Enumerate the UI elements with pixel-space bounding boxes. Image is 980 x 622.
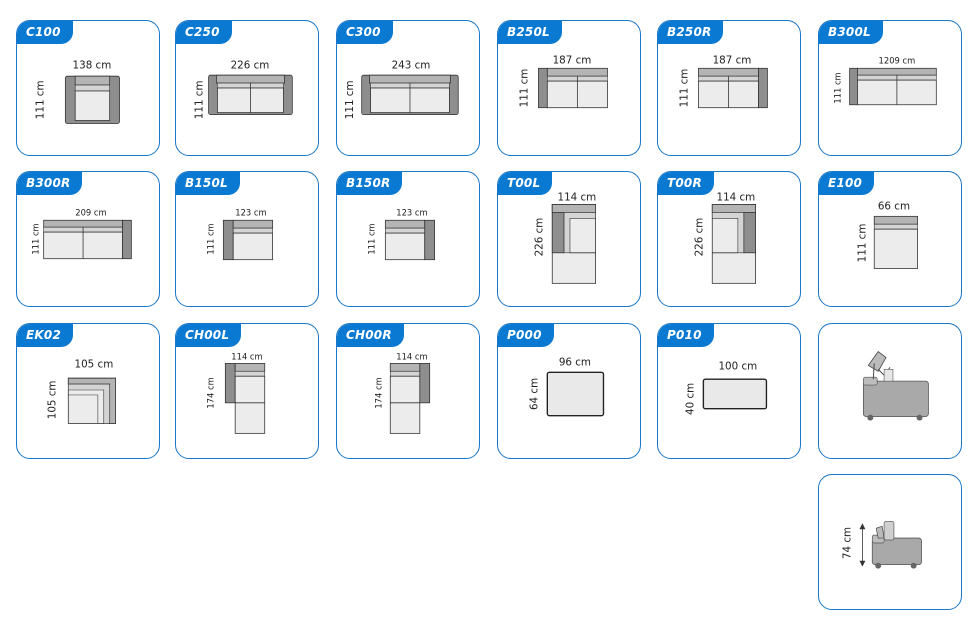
module-card-t00l[interactable]: T00L 114 cm 226 cm bbox=[497, 171, 641, 307]
module-card-b150l[interactable]: B150L 123 cm 111 cm bbox=[175, 171, 319, 307]
depth-label: 111 cm bbox=[679, 69, 691, 108]
width-label: 100 cm bbox=[718, 360, 757, 372]
width-label: 187 cm bbox=[553, 54, 592, 66]
depth-label: 105 cm bbox=[46, 380, 58, 419]
depth-label: 111 cm bbox=[856, 224, 868, 263]
module-card-b300r[interactable]: B300R 209 cm 111 cm bbox=[16, 171, 160, 307]
t00r-plan: 114 cm 226 cm bbox=[693, 192, 756, 284]
module-code: CH00R bbox=[337, 324, 404, 347]
side-view-drawing: 74 cm bbox=[842, 520, 922, 569]
module-code: E100 bbox=[819, 172, 875, 195]
module-card-t00r[interactable]: T00R 114 cm 226 cm bbox=[657, 171, 801, 307]
ch00r-plan: 114 cm 174 cm bbox=[373, 351, 431, 434]
depth-label: 226 cm bbox=[693, 218, 705, 257]
module-card-headrest[interactable] bbox=[818, 323, 962, 459]
width-label: 209 cm bbox=[75, 207, 106, 217]
module-code: B250L bbox=[498, 21, 562, 44]
width-label: 114 cm bbox=[717, 192, 756, 204]
width-label: 114 cm bbox=[231, 351, 262, 361]
width-label: 187 cm bbox=[713, 54, 752, 66]
module-card-b250l[interactable]: B250L 187 cm 111 cm bbox=[497, 20, 641, 156]
module-card-p000[interactable]: P000 96 cm 64 cm bbox=[497, 323, 641, 459]
width-label: 123 cm bbox=[235, 207, 266, 217]
width-label: 226 cm bbox=[231, 59, 270, 71]
width-label: 66 cm bbox=[878, 200, 910, 212]
width-label: 1209 cm bbox=[879, 55, 916, 65]
width-label: 243 cm bbox=[392, 59, 431, 71]
depth-label: 40 cm bbox=[685, 383, 697, 415]
module-card-c300[interactable]: C300 243 cm 111 cm bbox=[336, 20, 480, 156]
p000-plan: 96 cm 64 cm bbox=[528, 356, 605, 417]
module-code: C300 bbox=[337, 21, 393, 44]
width-label: 105 cm bbox=[75, 358, 114, 370]
module-card-b250r[interactable]: B250R 187 cm 111 cm bbox=[657, 20, 801, 156]
depth-label: 111 cm bbox=[344, 80, 356, 119]
depth-label: 174 cm bbox=[373, 377, 383, 408]
module-code: T00R bbox=[658, 172, 714, 195]
p010-plan: 100 cm 40 cm bbox=[685, 360, 768, 415]
depth-label: 111 cm bbox=[206, 223, 216, 254]
module-card-ch00l[interactable]: CH00L 114 cm 174 cm bbox=[175, 323, 319, 459]
e100-plan: 66 cm 111 cm bbox=[856, 200, 918, 269]
width-label: 96 cm bbox=[559, 356, 591, 368]
ch00l-plan: 114 cm 174 cm bbox=[206, 351, 266, 434]
module-code: CH00L bbox=[176, 324, 242, 347]
depth-label: 226 cm bbox=[533, 218, 545, 257]
ek02-plan: 105 cm 105 cm bbox=[46, 358, 116, 424]
module-card-side-view[interactable]: 74 cm bbox=[818, 474, 962, 610]
module-code: B300R bbox=[17, 172, 83, 195]
b300r-plan: 209 cm 111 cm bbox=[31, 207, 132, 260]
module-card-b300l[interactable]: B300L 1209 cm 111 cm bbox=[818, 20, 962, 156]
headrest-side-icon bbox=[863, 351, 929, 421]
module-code: B150R bbox=[337, 172, 403, 195]
depth-label: 111 cm bbox=[519, 69, 531, 108]
module-code: C250 bbox=[176, 21, 232, 44]
module-code: P010 bbox=[658, 324, 714, 347]
b250l-plan: 187 cm 111 cm bbox=[519, 54, 608, 109]
module-code: C100 bbox=[17, 21, 73, 44]
b150l-plan: 123 cm 111 cm bbox=[206, 207, 274, 261]
module-code: T00L bbox=[498, 172, 553, 195]
module-card-c100[interactable]: C100 138 cm 111 cm bbox=[16, 20, 160, 156]
c300-plan: 243 cm 111 cm bbox=[344, 59, 459, 119]
module-code: EK02 bbox=[17, 324, 73, 347]
module-card-ek02[interactable]: EK02 105 cm 105 cm bbox=[16, 323, 160, 459]
b300l-plan: 1209 cm 111 cm bbox=[833, 55, 937, 106]
b250r-plan: 187 cm 111 cm bbox=[679, 54, 768, 109]
module-card-ch00r[interactable]: CH00R 114 cm 174 cm bbox=[336, 323, 480, 459]
c100-plan: 138 cm 111 cm bbox=[35, 59, 120, 124]
depth-label: 111 cm bbox=[35, 80, 47, 119]
module-card-e100[interactable]: E100 66 cm 111 cm bbox=[818, 171, 962, 307]
depth-label: 64 cm bbox=[528, 378, 540, 410]
depth-label: 174 cm bbox=[206, 377, 216, 408]
depth-label: 111 cm bbox=[194, 80, 206, 119]
depth-label: 111 cm bbox=[367, 223, 377, 254]
module-code: B150L bbox=[176, 172, 240, 195]
depth-label: 111 cm bbox=[833, 72, 843, 103]
width-label: 123 cm bbox=[396, 207, 427, 217]
width-label: 114 cm bbox=[558, 192, 597, 204]
b150r-plan: 123 cm 111 cm bbox=[367, 207, 435, 261]
module-card-c250[interactable]: C250 226 cm 111 cm bbox=[175, 20, 319, 156]
module-code: B250R bbox=[658, 21, 724, 44]
module-code: P000 bbox=[498, 324, 554, 347]
t00l-plan: 114 cm 226 cm bbox=[533, 192, 597, 284]
depth-label: 111 cm bbox=[31, 223, 41, 254]
module-card-p010[interactable]: P010 100 cm 40 cm bbox=[657, 323, 801, 459]
width-label: 138 cm bbox=[73, 59, 112, 71]
module-card-b150r[interactable]: B150R 123 cm 111 cm bbox=[336, 171, 480, 307]
height-label: 74 cm bbox=[842, 527, 854, 559]
width-label: 114 cm bbox=[396, 351, 427, 361]
module-code: B300L bbox=[819, 21, 883, 44]
c250-plan: 226 cm 111 cm bbox=[194, 59, 293, 119]
